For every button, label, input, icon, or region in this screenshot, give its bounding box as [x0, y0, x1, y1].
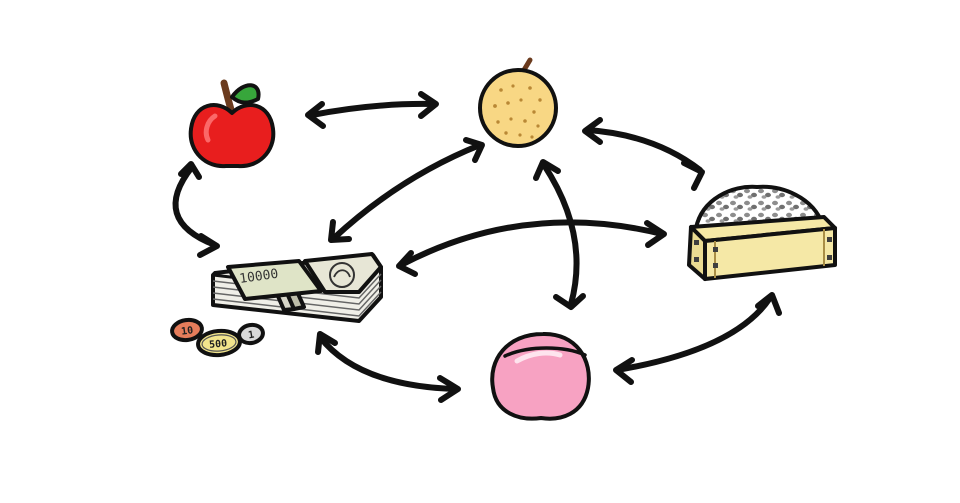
asian-pear-icon — [478, 57, 558, 148]
coin-1-label: 1 — [247, 330, 255, 342]
money-icon: 10000 10 500 1 — [170, 252, 383, 358]
coin-1: 1 — [237, 322, 265, 346]
banknote-bundle: 10000 — [211, 252, 383, 323]
exchange-arrows — [172, 91, 782, 403]
arrow-pear-money — [328, 137, 485, 243]
apple-icon — [188, 79, 276, 169]
banknote-value: 10000 — [238, 267, 279, 287]
coin-500: 500 — [196, 328, 242, 358]
arrow-pear-peach — [533, 159, 586, 310]
arrow-money-rice — [396, 219, 667, 277]
coin-10-label: 10 — [181, 325, 194, 338]
arrow-money-peach — [315, 331, 461, 403]
arrow-pear-rice — [582, 117, 705, 191]
rice-box-icon — [687, 184, 837, 281]
arrow-peach-rice — [613, 292, 782, 385]
coin-10: 10 — [170, 317, 204, 343]
peach-icon — [490, 331, 591, 421]
arrow-apple-pear — [305, 91, 439, 129]
coin-500-label: 500 — [209, 338, 228, 351]
arrow-apple-money — [172, 161, 220, 258]
